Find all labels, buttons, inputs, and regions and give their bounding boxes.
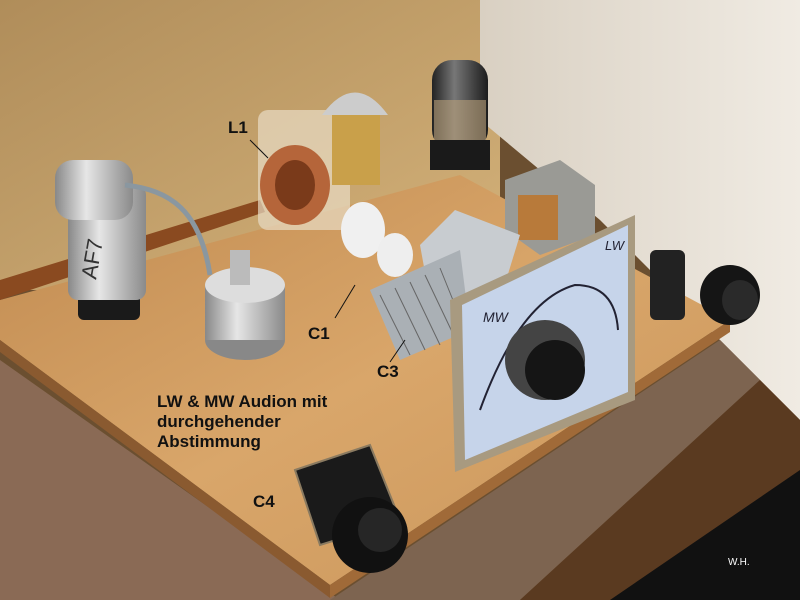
grid-cap-wire [124, 182, 213, 276]
c1-leader-line [334, 284, 356, 319]
variable-capacitor-c1 [205, 250, 285, 360]
af7-tube: AF7 [55, 160, 146, 320]
photo-credit: W.H. [728, 557, 750, 568]
c3-leader-line [389, 339, 406, 363]
label-c4: C4 [253, 492, 275, 511]
tuning-dial-panel: MW LW [450, 215, 635, 472]
table-dark [610, 470, 800, 600]
coil-l1 [258, 110, 350, 230]
dial-band-lw: LW [605, 238, 626, 253]
dial-band-mw: MW [483, 309, 510, 325]
tuning-capacitor-c3 [341, 202, 520, 360]
l1-leader-line [249, 139, 269, 159]
photo-caption: LW & MW Audion mit durchgehender Abstimm… [157, 392, 328, 451]
label-c1: C1 [308, 324, 330, 343]
glass-tube [430, 60, 490, 170]
knob-c4[interactable] [293, 443, 408, 573]
transformer [505, 160, 595, 255]
shield-can [322, 92, 388, 185]
label-l1: L1 [228, 118, 248, 137]
label-c3: C3 [377, 362, 399, 381]
right-knob[interactable] [650, 250, 760, 325]
baseboard-edge [0, 340, 330, 598]
carpet-right [330, 340, 760, 600]
